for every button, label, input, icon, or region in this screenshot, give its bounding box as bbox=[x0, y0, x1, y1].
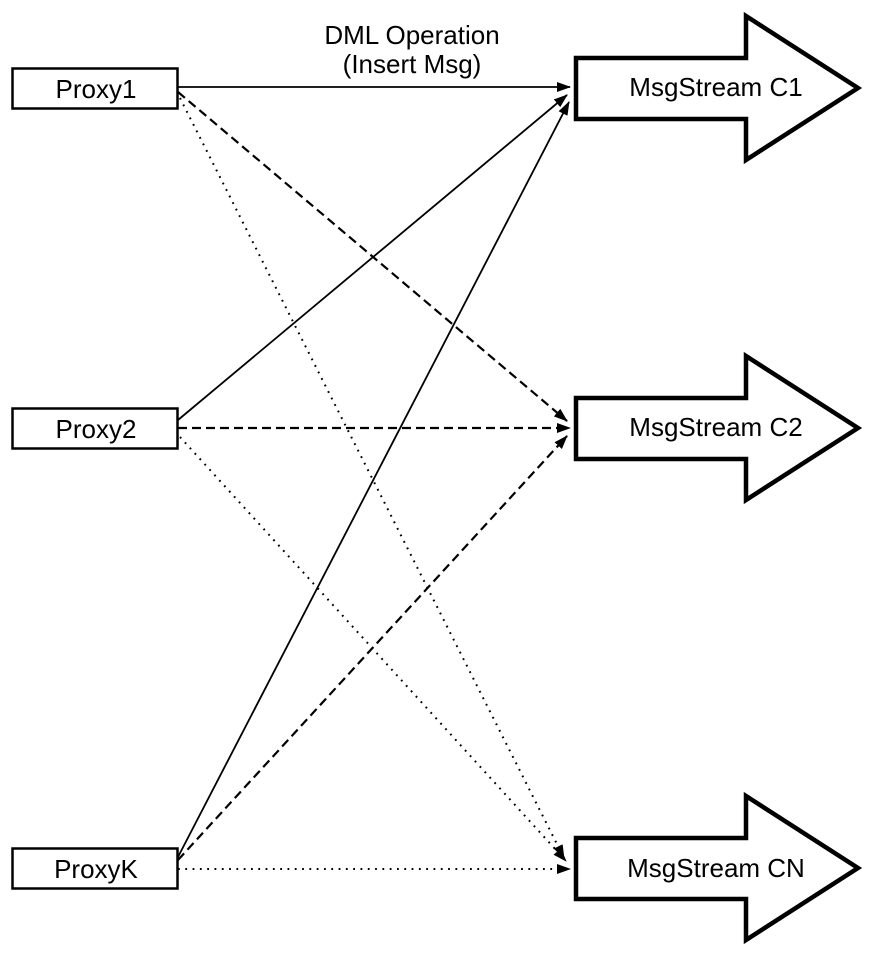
edge-proxyk-msgstream-c1 bbox=[177, 101, 570, 858]
node-proxyk: ProxyK bbox=[11, 847, 179, 890]
node-msgstream-c2: MsgStream C2 bbox=[573, 351, 863, 505]
proxyk-box bbox=[11, 847, 179, 890]
title-line-1: DML Operation bbox=[324, 20, 499, 50]
proxyk-label: ProxyK bbox=[54, 854, 138, 884]
edge-proxy1-msgstream-cn bbox=[179, 97, 565, 859]
node-proxy2: Proxy2 bbox=[11, 407, 179, 450]
msgstream-cn-arrow-shape bbox=[573, 791, 863, 945]
msgstream-c2-arrow-shape bbox=[573, 351, 863, 505]
proxy1-label: Proxy1 bbox=[56, 74, 137, 104]
proxy2-box bbox=[11, 407, 179, 450]
proxy2-label: Proxy2 bbox=[56, 414, 137, 444]
edge-proxy2-msgstream-c1 bbox=[177, 94, 568, 421]
title-line-2: (Insert Msg) bbox=[343, 49, 482, 79]
node-proxy1: Proxy1 bbox=[11, 67, 179, 110]
proxy1-box bbox=[11, 67, 179, 110]
diagram-title: DML Operation (Insert Msg) bbox=[324, 20, 499, 79]
msgstream-c1-arrow-shape bbox=[573, 11, 863, 165]
node-msgstream-c1: MsgStream C1 bbox=[573, 11, 863, 165]
node-msgstream-cn: MsgStream CN bbox=[573, 791, 863, 945]
edge-proxyk-msgstream-c2 bbox=[177, 435, 568, 861]
msgstream-c2-label: MsgStream C2 bbox=[629, 412, 802, 442]
edge-proxy2-msgstream-cn bbox=[179, 436, 567, 862]
msgstream-c1-label: MsgStream C1 bbox=[629, 72, 802, 102]
msgstream-cn-label: MsgStream CN bbox=[627, 853, 805, 883]
edge-group bbox=[177, 82, 571, 874]
